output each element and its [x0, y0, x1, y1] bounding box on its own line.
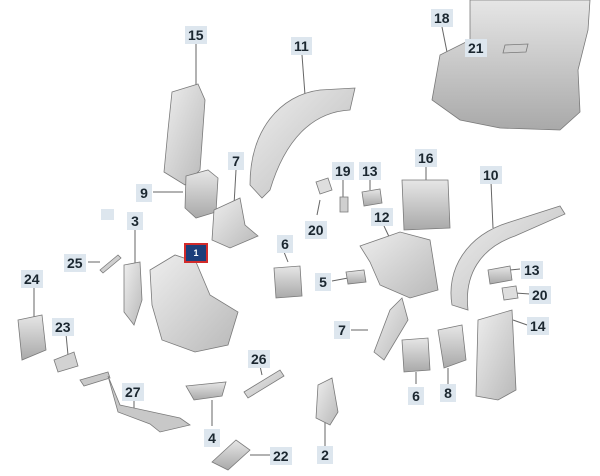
part-label-18[interactable]: 18	[431, 9, 453, 27]
part-label-16[interactable]: 16	[415, 149, 437, 167]
part-label-5[interactable]: 5	[315, 273, 331, 291]
part-label-6[interactable]: 6	[277, 235, 293, 253]
part-label-22[interactable]: 22	[270, 447, 292, 465]
leader-lines	[33, 26, 531, 456]
part-label-12[interactable]: 12	[371, 208, 393, 226]
part-label-24[interactable]: 24	[21, 270, 43, 288]
part-label-19[interactable]: 19	[332, 162, 354, 180]
part-label-2[interactable]: 2	[317, 446, 333, 464]
part-label-13[interactable]: 13	[359, 162, 381, 180]
part-label-1[interactable]: 1	[184, 243, 208, 263]
part-label-10[interactable]: 10	[480, 166, 502, 184]
part-label-27[interactable]: 27	[122, 383, 144, 401]
part-label-9[interactable]: 9	[136, 184, 152, 202]
part-label-23[interactable]: 23	[52, 318, 74, 336]
part-label-6b[interactable]: 6	[408, 387, 424, 405]
part-label-3[interactable]: 3	[127, 212, 143, 230]
parts-drawing	[17, 0, 591, 471]
legend-marker-square	[101, 209, 114, 220]
part-label-7b[interactable]: 7	[334, 321, 350, 339]
part-label-20[interactable]: 20	[305, 221, 327, 239]
part-label-13b[interactable]: 13	[521, 261, 543, 279]
part-label-7[interactable]: 7	[228, 152, 244, 170]
part-label-20b[interactable]: 20	[529, 286, 551, 304]
part-label-4[interactable]: 4	[204, 429, 220, 447]
part-label-15[interactable]: 15	[185, 26, 207, 44]
part-label-8[interactable]: 8	[440, 384, 456, 402]
part-label-25[interactable]: 25	[64, 254, 86, 272]
part-label-26[interactable]: 26	[248, 350, 270, 368]
part-label-14[interactable]: 14	[527, 317, 549, 335]
part-label-11[interactable]: 11	[291, 37, 312, 55]
part-label-21[interactable]: 21	[465, 39, 487, 57]
